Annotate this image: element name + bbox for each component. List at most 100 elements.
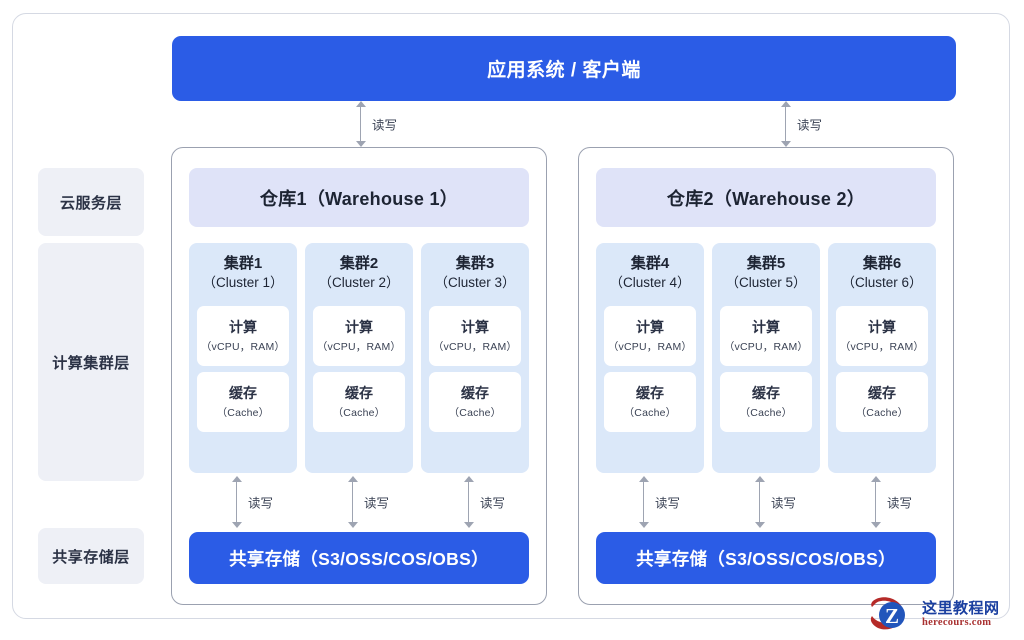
- arrow-head-up-icon: [355, 101, 366, 107]
- read-write-arrow-cluster-3-storage: 读写: [463, 476, 523, 528]
- compute-card: 计算 （vCPU，RAM）: [313, 306, 405, 367]
- arrow-shaft: [352, 480, 354, 524]
- cache-card: 缓存 （Cache）: [197, 372, 289, 433]
- arrow-label: 读写: [655, 496, 681, 511]
- read-write-arrow-warehouse-1: 读写: [355, 101, 415, 147]
- arrow-head-up-icon: [347, 476, 358, 482]
- arrow-head-down-icon: [780, 141, 791, 147]
- cache-title: 缓存: [461, 384, 489, 401]
- arrow-head-down-icon: [754, 522, 765, 528]
- arrow-head-up-icon: [638, 476, 649, 482]
- cluster-subtitle: （Cluster 5）: [725, 274, 807, 290]
- layer-label-cloud-service: 云服务层: [38, 168, 144, 236]
- arrow-label: 读写: [372, 118, 398, 133]
- site-watermark: Z 这里教程网 herecours.com: [866, 594, 1016, 636]
- watermark-url: herecours.com: [922, 616, 992, 628]
- cache-card: 缓存 （Cache）: [313, 372, 405, 433]
- read-write-arrow-warehouse-2: 读写: [780, 101, 840, 147]
- arrow-head-down-icon: [231, 522, 242, 528]
- cluster-card-2[interactable]: 集群2 （Cluster 2） 计算 （vCPU，RAM） 缓存 （Cache）: [305, 243, 413, 473]
- cache-subtitle: （Cache）: [623, 406, 677, 419]
- cache-subtitle: （Cache）: [448, 406, 502, 419]
- read-write-arrow-cluster-2-storage: 读写: [347, 476, 407, 528]
- arrow-head-down-icon: [638, 522, 649, 528]
- cluster-card-5[interactable]: 集群5 （Cluster 5） 计算 （vCPU，RAM） 缓存 （Cache）: [712, 243, 820, 473]
- read-write-arrow-cluster-6-storage: 读写: [870, 476, 930, 528]
- compute-title: 计算: [752, 318, 780, 335]
- watermark-text: 这里教程网 herecours.com: [922, 601, 1000, 629]
- cache-card: 缓存 （Cache）: [720, 372, 812, 433]
- arrow-head-up-icon: [463, 476, 474, 482]
- cluster-subtitle: （Cluster 4）: [609, 274, 691, 290]
- warehouse-1-shared-storage: 共享存储（S3/OSS/COS/OBS）: [189, 532, 529, 584]
- compute-title: 计算: [636, 318, 664, 335]
- compute-title: 计算: [229, 318, 257, 335]
- warehouse-1-cluster-row: 集群1 （Cluster 1） 计算 （vCPU，RAM） 缓存 （Cache）…: [189, 243, 529, 473]
- compute-title: 计算: [345, 318, 373, 335]
- layer-label-compute-cluster: 计算集群层: [38, 243, 144, 481]
- cache-title: 缓存: [345, 384, 373, 401]
- layer-label-shared-storage: 共享存储层: [38, 528, 144, 584]
- arrow-label: 读写: [771, 496, 797, 511]
- arrow-shaft: [643, 480, 645, 524]
- read-write-arrow-cluster-5-storage: 读写: [754, 476, 814, 528]
- arrow-head-up-icon: [231, 476, 242, 482]
- compute-card: 计算 （vCPU，RAM）: [197, 306, 289, 367]
- arrow-label: 读写: [887, 496, 913, 511]
- cache-subtitle: （Cache）: [739, 406, 793, 419]
- cluster-card-3[interactable]: 集群3 （Cluster 3） 计算 （vCPU，RAM） 缓存 （Cache）: [421, 243, 529, 473]
- arrow-head-up-icon: [870, 476, 881, 482]
- cache-subtitle: （Cache）: [332, 406, 386, 419]
- compute-title: 计算: [868, 318, 896, 335]
- cluster-card-4[interactable]: 集群4 （Cluster 4） 计算 （vCPU，RAM） 缓存 （Cache）: [596, 243, 704, 473]
- compute-card: 计算 （vCPU，RAM）: [604, 306, 696, 367]
- cache-title: 缓存: [636, 384, 664, 401]
- cluster-name: 集群3: [455, 255, 495, 272]
- cluster-card-1[interactable]: 集群1 （Cluster 1） 计算 （vCPU，RAM） 缓存 （Cache）: [189, 243, 297, 473]
- compute-card: 计算 （vCPU，RAM）: [429, 306, 521, 367]
- arrow-label: 读写: [797, 118, 823, 133]
- warehouse-2-cluster-row: 集群4 （Cluster 4） 计算 （vCPU，RAM） 缓存 （Cache）…: [596, 243, 936, 473]
- cache-card: 缓存 （Cache）: [429, 372, 521, 433]
- compute-subtitle: （vCPU，RAM）: [839, 340, 925, 353]
- compute-subtitle: （vCPU，RAM）: [200, 340, 286, 353]
- cache-card: 缓存 （Cache）: [836, 372, 928, 433]
- warehouse-2-title: 仓库2（Warehouse 2）: [596, 168, 936, 227]
- compute-card: 计算 （vCPU，RAM）: [836, 306, 928, 367]
- arrow-label: 读写: [480, 496, 506, 511]
- warehouse-2-container: 仓库2（Warehouse 2） 集群4 （Cluster 4） 计算 （vCP…: [578, 147, 954, 605]
- warehouse-1-container: 仓库1（Warehouse 1） 集群1 （Cluster 1） 计算 （vCP…: [171, 147, 547, 605]
- warehouse-1-title: 仓库1（Warehouse 1）: [189, 168, 529, 227]
- cache-title: 缓存: [868, 384, 896, 401]
- cluster-subtitle: （Cluster 2）: [318, 274, 400, 290]
- compute-subtitle: （vCPU，RAM）: [723, 340, 809, 353]
- compute-subtitle: （vCPU，RAM）: [432, 340, 518, 353]
- cluster-name: 集群2: [339, 255, 379, 272]
- arrow-head-down-icon: [355, 141, 366, 147]
- watermark-title: 这里教程网: [922, 599, 1000, 617]
- arrow-head-down-icon: [347, 522, 358, 528]
- arrow-shaft: [236, 480, 238, 524]
- cluster-subtitle: （Cluster 6）: [841, 274, 923, 290]
- cache-subtitle: （Cache）: [216, 406, 270, 419]
- arrow-shaft: [875, 480, 877, 524]
- cache-title: 缓存: [752, 384, 780, 401]
- arrow-head-down-icon: [870, 522, 881, 528]
- warehouse-2-shared-storage: 共享存储（S3/OSS/COS/OBS）: [596, 532, 936, 584]
- arrow-shaft: [759, 480, 761, 524]
- arrow-head-up-icon: [780, 101, 791, 107]
- arrow-head-down-icon: [463, 522, 474, 528]
- watermark-logo-icon: Z: [866, 595, 918, 635]
- cluster-name: 集群1: [223, 255, 263, 272]
- cache-title: 缓存: [229, 384, 257, 401]
- cache-subtitle: （Cache）: [855, 406, 909, 419]
- cache-card: 缓存 （Cache）: [604, 372, 696, 433]
- cluster-name: 集群5: [746, 255, 786, 272]
- arrow-shaft: [785, 105, 787, 143]
- arrow-label: 读写: [364, 496, 390, 511]
- compute-subtitle: （vCPU，RAM）: [316, 340, 402, 353]
- compute-subtitle: （vCPU，RAM）: [607, 340, 693, 353]
- cluster-subtitle: （Cluster 3）: [434, 274, 516, 290]
- arrow-label: 读写: [248, 496, 274, 511]
- cluster-card-6[interactable]: 集群6 （Cluster 6） 计算 （vCPU，RAM） 缓存 （Cache）: [828, 243, 936, 473]
